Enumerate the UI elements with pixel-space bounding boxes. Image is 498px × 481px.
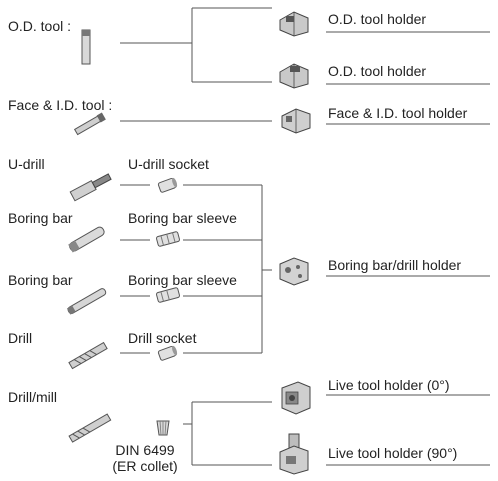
od-tool-holder-icon-2 <box>279 63 309 89</box>
er-collet-label: (ER collet) <box>112 458 178 474</box>
live-tool-holder-90-icon <box>279 433 309 475</box>
boring-drill-holder-label: Boring bar/drill holder <box>328 257 462 273</box>
face-id-tool-holder-label: Face & I.D. tool holder <box>328 105 468 121</box>
drill-mill-label: Drill/mill <box>8 389 57 405</box>
boring-bar-label-1: Boring bar <box>8 210 73 226</box>
drill-socket-label: Drill socket <box>128 330 197 346</box>
face-id-tool-icon <box>73 112 106 136</box>
drill-socket-icon <box>157 345 178 361</box>
od-tool-label: O.D. tool : <box>8 18 72 34</box>
boring-bar-sleeve-label-1: Boring bar sleeve <box>128 210 237 226</box>
od-tool-holder-label-1: O.D. tool holder <box>328 11 427 27</box>
drill-label: Drill <box>8 330 33 346</box>
od-tool-icon <box>81 29 91 65</box>
od-tool-holder-label-2: O.D. tool holder <box>328 63 427 79</box>
drill-icon <box>68 341 108 370</box>
u-drill-socket-label: U-drill socket <box>128 156 209 172</box>
live-tool-holder-0-label: Live tool holder (0°) <box>328 377 450 393</box>
face-id-tool-label: Face & I.D. tool : <box>8 97 113 113</box>
boring-bar-sleeve-icon-2 <box>156 287 180 303</box>
drill-mill-icon <box>68 413 112 443</box>
er-collet-icon <box>156 420 170 436</box>
u-drill-socket-icon <box>157 177 178 193</box>
od-tool-holder-icon-1 <box>279 11 309 37</box>
face-id-tool-holder-icon <box>281 108 311 134</box>
boring-bar-sleeve-label-2: Boring bar sleeve <box>128 272 237 288</box>
u-drill-icon <box>69 173 112 202</box>
boring-bar-icon-1 <box>68 226 105 253</box>
boring-bar-drill-holder-icon <box>279 257 309 286</box>
boring-bar-icon-2 <box>66 288 107 315</box>
live-tool-holder-90-label: Live tool holder (90°) <box>328 445 458 461</box>
boring-bar-label-2: Boring bar <box>8 272 73 288</box>
din-6499-label: DIN 6499 <box>115 442 175 458</box>
boring-bar-sleeve-icon-1 <box>156 231 180 247</box>
u-drill-label: U-drill <box>8 156 45 172</box>
live-tool-holder-0-icon <box>281 381 311 415</box>
